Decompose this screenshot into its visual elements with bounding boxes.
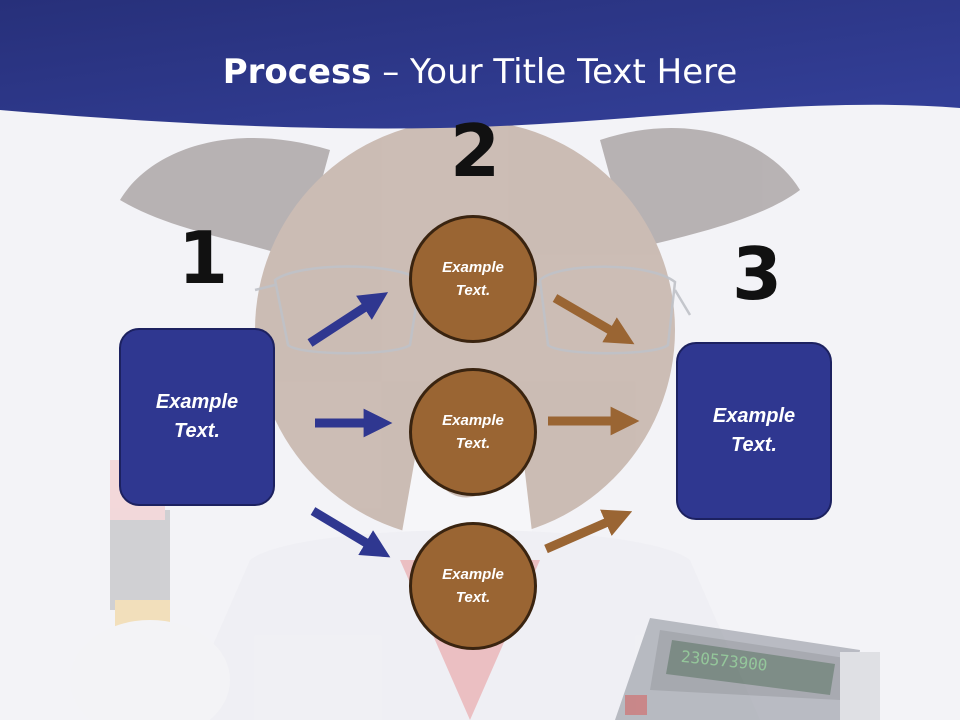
circle-bottom: Example Text. (409, 522, 537, 650)
page-title: Process – Your Title Text Here (0, 52, 960, 92)
step-number-1: 1 (178, 216, 229, 300)
title-rest: – Your Title Text Here (371, 52, 738, 92)
circle-top: Example Text. (409, 215, 537, 343)
title-bold: Process (222, 52, 372, 92)
step-number-2: 2 (450, 109, 501, 193)
right-box-text: Example Text. (712, 405, 796, 456)
circle-bottom-text: Example Text. (442, 566, 504, 606)
right-box: Example Text. (676, 342, 832, 520)
left-box-text: Example Text. (155, 391, 239, 442)
circle-top-text: Example Text. (442, 259, 504, 299)
header-band (0, 0, 960, 129)
step-number-3: 3 (732, 232, 783, 316)
circle-middle: Example Text. (409, 368, 537, 496)
left-box: Example Text. (119, 328, 275, 506)
circle-middle-text: Example Text. (442, 412, 504, 452)
calculator-illustration (615, 618, 880, 720)
